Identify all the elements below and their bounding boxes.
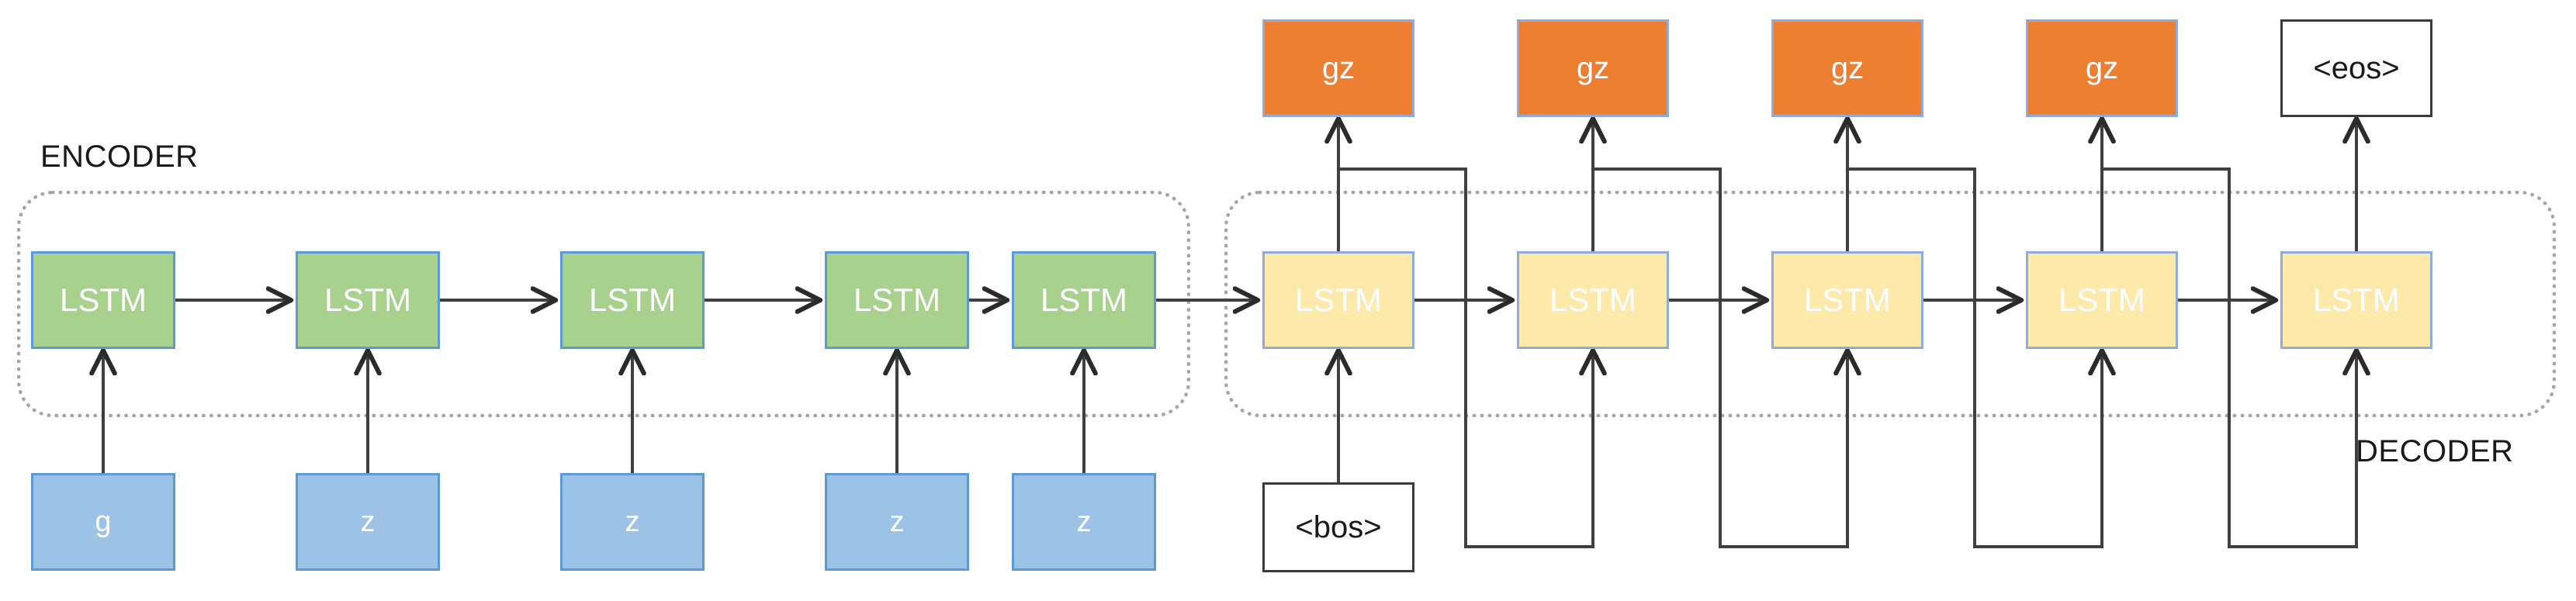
encoder-input-token-3: z (560, 473, 705, 571)
decoder-output-token-1: gz (1262, 19, 1414, 117)
decoder-lstm-cell-4: LSTM (2026, 251, 2178, 349)
encoder-lstm-cell-3-label: LSTM (588, 282, 676, 318)
encoder-lstm-cell-4-label: LSTM (853, 282, 940, 318)
decoder-output-token-3: gz (1771, 19, 1923, 117)
decoder-start-token-label: <bos> (1295, 510, 1382, 544)
encoder-lstm-cell-5-label: LSTM (1040, 282, 1127, 318)
decoder-lstm-cell-3-label: LSTM (1803, 282, 1891, 318)
encoder-input-token-5: z (1012, 473, 1156, 571)
encoder-input-token-4-label: z (889, 506, 905, 538)
encoder-input-token-1-label: g (95, 506, 112, 538)
encoder-lstm-cell-3: LSTM (560, 251, 705, 349)
encoder-lstm-cell-2-label: LSTM (324, 282, 411, 318)
decoder-output-token-3-label: gz (1830, 51, 1864, 85)
encoder-input-token-1: g (31, 473, 175, 571)
encoder-lstm-cell-4: LSTM (825, 251, 969, 349)
encoder-input-token-4: z (825, 473, 969, 571)
encoder-input-token-5-label: z (1076, 506, 1092, 538)
decoder-label: DECODER (2356, 434, 2514, 468)
decoder-lstm-cell-1-label: LSTM (1294, 282, 1382, 318)
decoder-output-token-2: gz (1517, 19, 1669, 117)
encoder-group-boundary (17, 191, 1190, 417)
decoder-output-token-1-label: gz (1321, 51, 1356, 85)
decoder-output-token-2-label: gz (1576, 51, 1610, 85)
decoder-lstm-cell-2: LSTM (1517, 251, 1669, 349)
decoder-lstm-cell-3: LSTM (1771, 251, 1923, 349)
decoder-output-token-4: gz (2026, 19, 2178, 117)
decoder-output-token-5: <eos> (2280, 19, 2432, 117)
decoder-lstm-cell-2-label: LSTM (1549, 282, 1636, 318)
encoder-lstm-cell-2: LSTM (296, 251, 440, 349)
encoder-lstm-cell-1-label: LSTM (59, 282, 147, 318)
encoder-input-token-2-label: z (360, 506, 376, 538)
encoder-lstm-cell-5: LSTM (1012, 251, 1156, 349)
encoder-label: ENCODER (40, 140, 199, 174)
decoder-lstm-cell-5-label: LSTM (2312, 282, 2400, 318)
decoder-lstm-cell-1: LSTM (1262, 251, 1414, 349)
decoder-output-token-5-label: <eos> (2313, 51, 2400, 85)
decoder-lstm-cell-5: LSTM (2280, 251, 2432, 349)
encoder-lstm-cell-1: LSTM (31, 251, 175, 349)
decoder-start-token: <bos> (1262, 482, 1414, 572)
encoder-input-token-3-label: z (625, 506, 640, 538)
decoder-lstm-cell-4-label: LSTM (2058, 282, 2145, 318)
encoder-input-token-2: z (296, 473, 440, 571)
decoder-output-token-4-label: gz (2085, 51, 2119, 85)
